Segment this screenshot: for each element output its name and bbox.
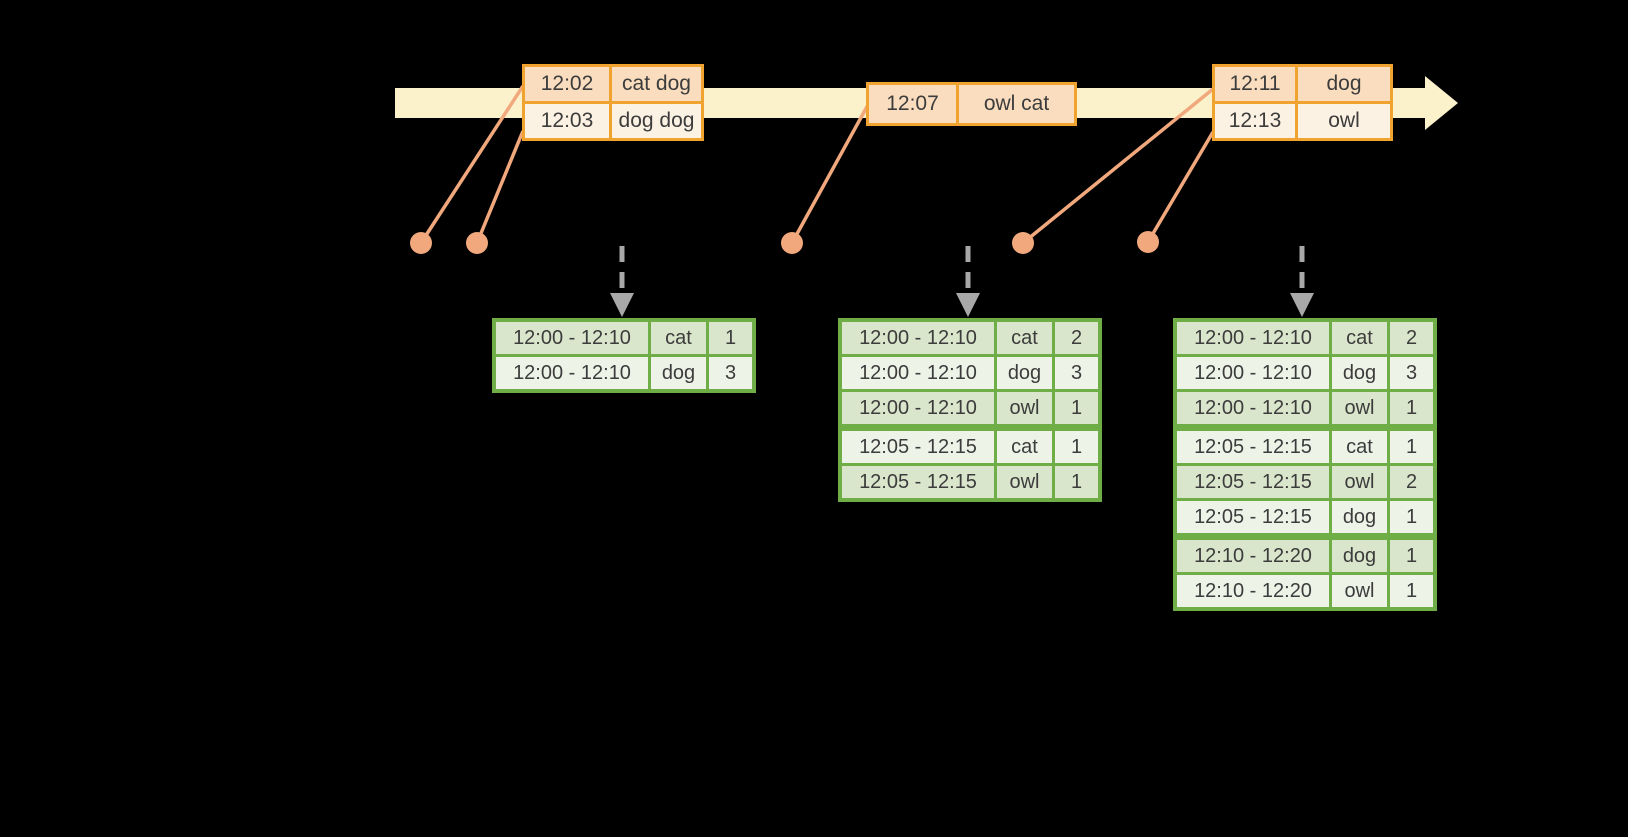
result-word: cat bbox=[994, 322, 1052, 354]
event-row: 12:03 dog dog bbox=[525, 101, 701, 138]
result-table-1: 12:00 - 12:10 cat 1 12:00 - 12:10 dog 3 bbox=[492, 318, 756, 393]
result-window: 12:00 - 12:10 bbox=[513, 361, 631, 384]
result-word: owl bbox=[1329, 466, 1387, 498]
result-row: 12:05 - 12:15 owl 2 bbox=[1177, 463, 1433, 498]
result-row: 12:05 - 12:15 cat 1 bbox=[1177, 424, 1433, 463]
result-table-2: 12:00 - 12:10 cat 2 12:00 - 12:10 dog 3 … bbox=[838, 318, 1102, 502]
event-dot bbox=[1137, 231, 1159, 253]
result-window: 12:00 - 12:10 bbox=[859, 326, 977, 349]
result-count: 1 bbox=[1052, 431, 1098, 463]
event-dot bbox=[1012, 232, 1034, 254]
event-time: 12:03 bbox=[540, 109, 594, 132]
result-count: 3 bbox=[1387, 357, 1433, 389]
result-row: 12:00 - 12:10 dog 3 bbox=[1177, 354, 1433, 389]
result-word: dog bbox=[1329, 540, 1387, 572]
result-count: 1 bbox=[1387, 392, 1433, 424]
result-count: 1 bbox=[1052, 466, 1098, 498]
result-row: 12:00 - 12:10 cat 2 bbox=[1177, 322, 1433, 354]
result-table-3: 12:00 - 12:10 cat 2 12:00 - 12:10 dog 3 … bbox=[1173, 318, 1437, 611]
result-window: 12:05 - 12:15 bbox=[1194, 435, 1312, 458]
result-count: 3 bbox=[706, 357, 752, 389]
result-count: 2 bbox=[1387, 466, 1433, 498]
result-count: 1 bbox=[1387, 501, 1433, 533]
result-count: 2 bbox=[1387, 322, 1433, 354]
result-word: dog bbox=[1329, 357, 1387, 389]
event-words: owl cat bbox=[956, 85, 1074, 123]
event-time: 12:13 bbox=[1228, 109, 1282, 132]
result-word: dog bbox=[648, 357, 706, 389]
result-window: 12:00 - 12:10 bbox=[859, 396, 977, 419]
event-dot bbox=[466, 232, 488, 254]
result-word: owl bbox=[1329, 575, 1387, 607]
result-row: 12:00 - 12:10 cat 1 bbox=[496, 322, 752, 354]
result-word: cat bbox=[1329, 431, 1387, 463]
result-row: 12:00 - 12:10 owl 1 bbox=[1177, 389, 1433, 424]
result-row: 12:00 - 12:10 dog 3 bbox=[496, 354, 752, 389]
event-row: 12:07 owl cat bbox=[869, 85, 1074, 123]
result-row: 12:05 - 12:15 owl 1 bbox=[842, 463, 1098, 498]
result-row: 12:05 - 12:15 cat 1 bbox=[842, 424, 1098, 463]
event-row: 12:13 owl bbox=[1215, 101, 1390, 138]
result-word: cat bbox=[648, 322, 706, 354]
result-count: 1 bbox=[706, 322, 752, 354]
event-table-2: 12:07 owl cat bbox=[866, 82, 1077, 126]
result-window: 12:00 - 12:10 bbox=[1194, 326, 1312, 349]
result-word: owl bbox=[994, 466, 1052, 498]
result-window: 12:05 - 12:15 bbox=[859, 470, 977, 493]
result-word: owl bbox=[1329, 392, 1387, 424]
event-dot bbox=[410, 232, 432, 254]
trigger-arrowhead-icon bbox=[956, 293, 980, 317]
event-row: 12:02 cat dog bbox=[525, 67, 701, 101]
result-window: 12:00 - 12:10 bbox=[1194, 361, 1312, 384]
event-dot bbox=[781, 232, 803, 254]
result-row: 12:10 - 12:20 dog 1 bbox=[1177, 533, 1433, 572]
result-row: 12:00 - 12:10 cat 2 bbox=[842, 322, 1098, 354]
result-count: 1 bbox=[1387, 575, 1433, 607]
result-word: dog bbox=[994, 357, 1052, 389]
result-count: 1 bbox=[1052, 392, 1098, 424]
event-words: dog dog bbox=[609, 104, 701, 138]
result-window: 12:05 - 12:15 bbox=[859, 435, 977, 458]
trigger-arrowhead-icon bbox=[1290, 293, 1314, 317]
result-window: 12:05 - 12:15 bbox=[1194, 470, 1312, 493]
result-row: 12:00 - 12:10 owl 1 bbox=[842, 389, 1098, 424]
result-word: cat bbox=[994, 431, 1052, 463]
event-time: 12:11 bbox=[1229, 72, 1281, 95]
result-row: 12:05 - 12:15 dog 1 bbox=[1177, 498, 1433, 533]
event-table-3: 12:11 dog 12:13 owl bbox=[1212, 64, 1393, 141]
event-time: 12:02 bbox=[540, 72, 594, 95]
result-count: 3 bbox=[1052, 357, 1098, 389]
result-window: 12:10 - 12:20 bbox=[1194, 579, 1312, 602]
trigger-arrowhead-icon bbox=[610, 293, 634, 317]
event-words: owl bbox=[1295, 104, 1390, 138]
result-window: 12:05 - 12:15 bbox=[1194, 505, 1312, 528]
event-row: 12:11 dog bbox=[1215, 67, 1390, 101]
result-window: 12:10 - 12:20 bbox=[1194, 544, 1312, 567]
event-connector-line bbox=[1146, 131, 1215, 243]
result-word: dog bbox=[1329, 501, 1387, 533]
result-word: cat bbox=[1329, 322, 1387, 354]
result-word: owl bbox=[994, 392, 1052, 424]
result-window: 12:00 - 12:10 bbox=[859, 361, 977, 384]
timeline-arrowhead-icon bbox=[1425, 76, 1458, 130]
event-connector-line bbox=[475, 130, 525, 244]
event-table-1: 12:02 cat dog 12:03 dog dog bbox=[522, 64, 704, 141]
event-connector-line bbox=[790, 102, 871, 244]
result-row: 12:00 - 12:10 dog 3 bbox=[842, 354, 1098, 389]
result-window: 12:00 - 12:10 bbox=[513, 326, 631, 349]
result-row: 12:10 - 12:20 owl 1 bbox=[1177, 572, 1433, 607]
result-count: 1 bbox=[1387, 540, 1433, 572]
result-count: 1 bbox=[1387, 431, 1433, 463]
event-time: 12:07 bbox=[886, 92, 939, 115]
event-words: dog bbox=[1295, 67, 1390, 101]
result-window: 12:00 - 12:10 bbox=[1194, 396, 1312, 419]
event-words: cat dog bbox=[609, 67, 701, 101]
result-count: 2 bbox=[1052, 322, 1098, 354]
